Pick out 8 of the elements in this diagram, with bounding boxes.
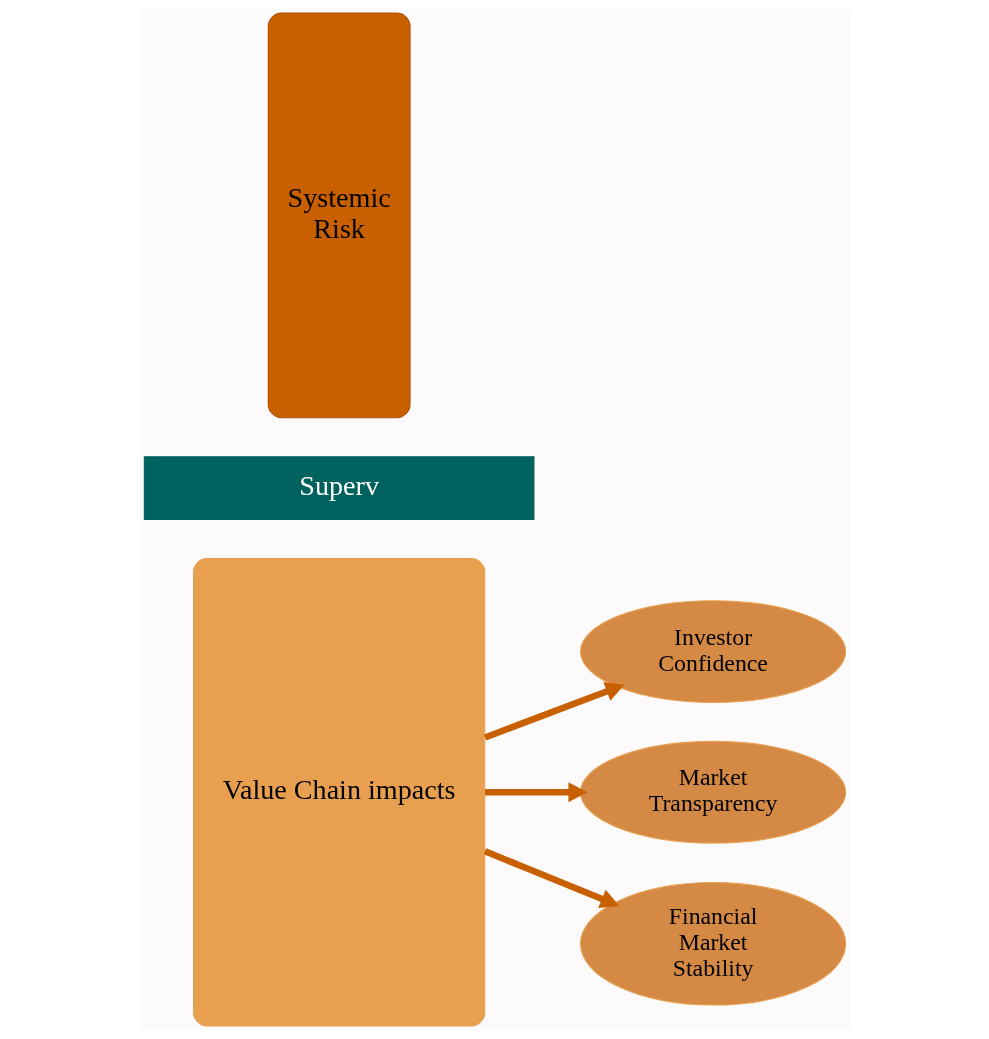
node-ellipse: Market Transparency <box>579 740 846 844</box>
node-box: Systemic Risk <box>267 12 411 419</box>
arrow <box>484 782 587 803</box>
arrow <box>483 848 619 909</box>
node-ellipse: Financial Market Stability <box>579 881 846 1006</box>
node-box: Superv <box>143 456 534 521</box>
arrow <box>483 682 624 741</box>
node-box: Value Chain impacts <box>192 557 485 1027</box>
